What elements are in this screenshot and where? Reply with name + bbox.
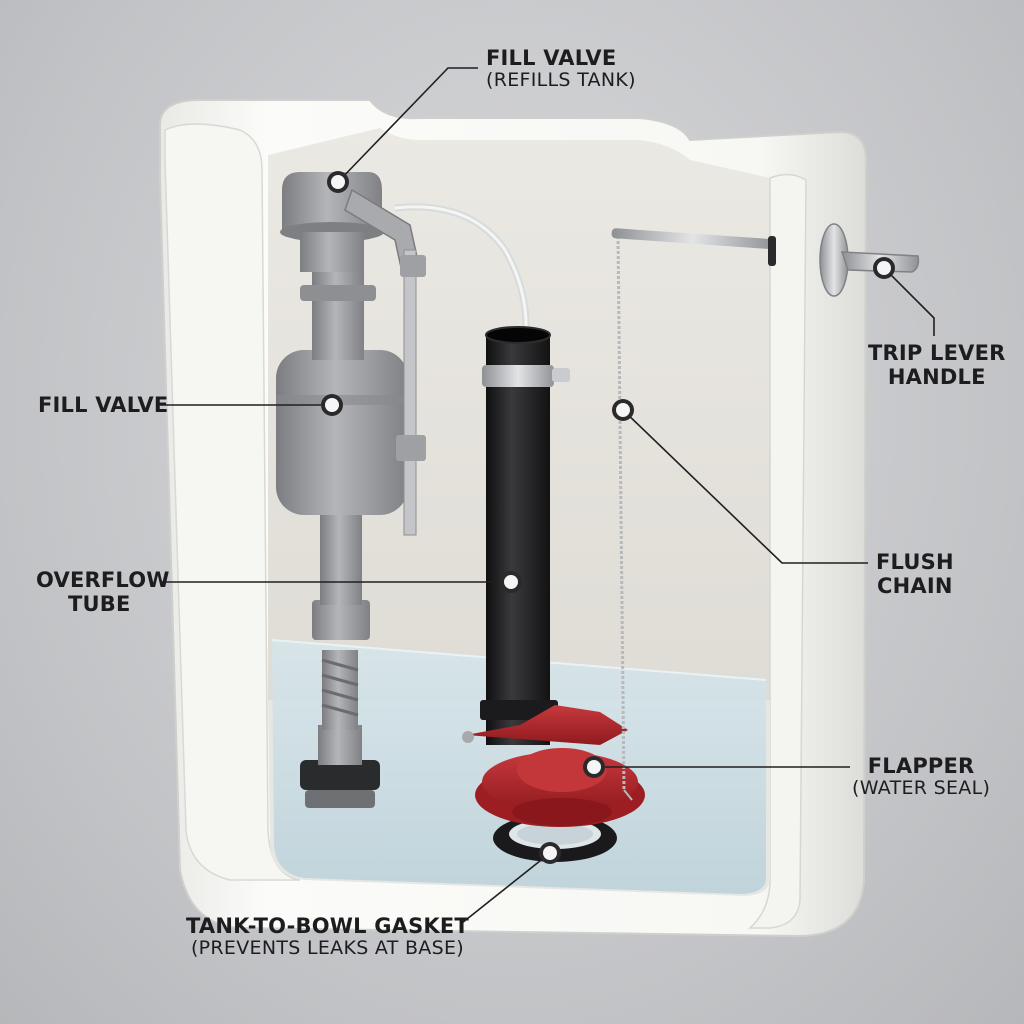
label-flush-chain: FLUSH CHAIN bbox=[876, 550, 954, 598]
label-flapper: FLAPPER (WATER SEAL) bbox=[852, 754, 990, 800]
label-gasket-title: TANK-TO-BOWL GASKET bbox=[186, 914, 469, 938]
marker-flapper bbox=[583, 756, 605, 778]
label-trip-lever: TRIP LEVER HANDLE bbox=[868, 341, 1006, 389]
label-trip-lever-line2: HANDLE bbox=[887, 365, 986, 390]
trip-lever bbox=[611, 223, 920, 297]
right-wall bbox=[748, 173, 807, 929]
marker-fill-valve-top bbox=[327, 171, 349, 193]
tank-to-bowl-gasket bbox=[493, 814, 617, 862]
leader-fill-valve-top bbox=[337, 67, 478, 183]
label-flapper-title: FLAPPER bbox=[867, 754, 975, 778]
label-fill-valve-top: FILL VALVE (REFILLS TANK) bbox=[486, 46, 636, 92]
marker-gasket bbox=[539, 842, 561, 864]
leader-flush-chain bbox=[622, 409, 868, 564]
marker-flush-chain bbox=[612, 399, 634, 421]
label-fill-valve-top-sub: (REFILLS TANK) bbox=[486, 69, 636, 92]
marker-fill-valve bbox=[321, 394, 343, 416]
left-wall bbox=[164, 123, 301, 881]
label-fill-valve-top-title: FILL VALVE bbox=[486, 46, 617, 70]
label-trip-lever-line1: TRIP LEVER bbox=[868, 341, 1006, 365]
callout-markers bbox=[321, 171, 895, 864]
marker-trip-lever bbox=[873, 257, 895, 279]
label-overflow-tube-line2: TUBE bbox=[68, 592, 131, 617]
label-overflow-tube: OVERFLOW TUBE bbox=[36, 568, 170, 616]
label-overflow-tube-line1: OVERFLOW bbox=[36, 568, 170, 592]
label-flush-chain-line1: FLUSH bbox=[876, 550, 954, 574]
leader-lines bbox=[160, 67, 935, 924]
label-flush-chain-line2: CHAIN bbox=[877, 574, 953, 599]
fill-valve-assembly bbox=[276, 172, 530, 808]
label-flapper-sub: (WATER SEAL) bbox=[852, 777, 991, 800]
leader-trip-lever bbox=[883, 267, 935, 336]
label-fill-valve-title: FILL VALVE bbox=[38, 393, 169, 417]
flush-chain bbox=[616, 235, 633, 801]
label-fill-valve: FILL VALVE bbox=[38, 393, 168, 417]
label-gasket: TANK-TO-BOWL GASKET (PREVENTS LEAKS AT B… bbox=[186, 914, 469, 960]
label-gasket-sub: (PREVENTS LEAKS AT BASE) bbox=[190, 937, 464, 960]
leader-gasket bbox=[461, 852, 551, 924]
marker-overflow-tube bbox=[500, 571, 522, 593]
